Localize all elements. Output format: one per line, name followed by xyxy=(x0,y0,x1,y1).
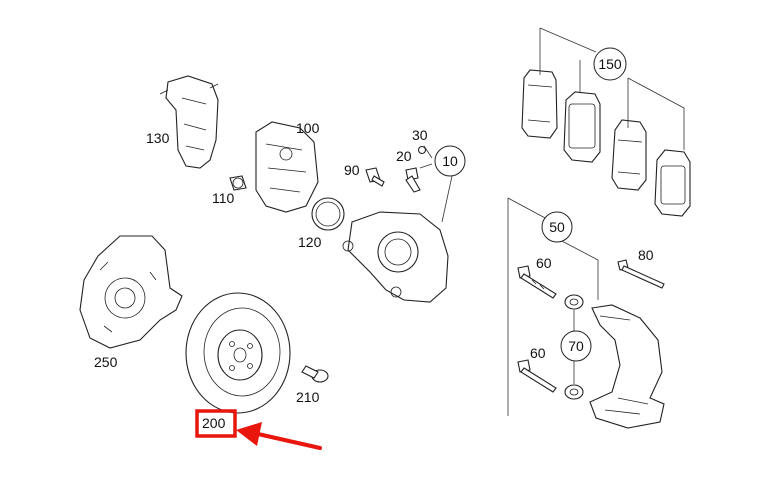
bracket-bolt-part[interactable] xyxy=(617,259,665,289)
label-110[interactable]: 110 xyxy=(212,190,235,206)
caliper-bracket-part[interactable] xyxy=(507,197,665,429)
label-10[interactable]: 10 xyxy=(442,153,458,169)
label-130[interactable]: 130 xyxy=(146,130,170,146)
label-30[interactable]: 30 xyxy=(412,127,428,143)
brake-caliper-part[interactable] xyxy=(342,211,449,303)
label-150[interactable]: 150 xyxy=(598,56,622,72)
label-210[interactable]: 210 xyxy=(296,389,320,405)
dust-shield-part[interactable] xyxy=(79,235,183,349)
bleed-screw-part[interactable] xyxy=(405,167,421,193)
brake-disc-part[interactable] xyxy=(185,292,291,414)
label-60-lower[interactable]: 60 xyxy=(530,345,546,361)
label-70[interactable]: 70 xyxy=(568,338,584,354)
label-200[interactable]: 200 xyxy=(202,415,226,431)
label-60-upper[interactable]: 60 xyxy=(536,255,552,271)
dust-cap-part[interactable] xyxy=(417,145,427,155)
label-50[interactable]: 50 xyxy=(549,219,565,235)
label-20[interactable]: 20 xyxy=(396,148,412,164)
label-90[interactable]: 90 xyxy=(344,162,360,178)
callout-circle-70 xyxy=(560,330,592,362)
label-100[interactable]: 100 xyxy=(296,120,320,136)
bushing-upper-part[interactable] xyxy=(564,294,584,310)
callout-circle-10 xyxy=(434,145,466,177)
caliper-bolt-part[interactable] xyxy=(365,167,385,187)
pointer-arrow-icon xyxy=(236,422,322,450)
actuator-bolt-part[interactable] xyxy=(229,175,247,191)
highlight-box xyxy=(195,409,237,438)
sensor-holder-part[interactable] xyxy=(159,75,219,169)
brake-pads-part[interactable] xyxy=(521,27,691,217)
guide-bolt-upper-part[interactable] xyxy=(517,265,557,299)
o-ring-part[interactable] xyxy=(311,197,345,231)
label-120[interactable]: 120 xyxy=(298,234,322,250)
brake-actuator-part[interactable] xyxy=(255,121,319,213)
label-250[interactable]: 250 xyxy=(94,354,118,370)
guide-bolt-lower-part[interactable] xyxy=(517,359,557,393)
callout-circle-50 xyxy=(541,211,573,243)
disc-screw-part[interactable] xyxy=(301,365,329,383)
label-80[interactable]: 80 xyxy=(638,247,654,263)
callout-circle-150 xyxy=(593,47,627,81)
bushing-lower-part[interactable] xyxy=(564,384,584,400)
